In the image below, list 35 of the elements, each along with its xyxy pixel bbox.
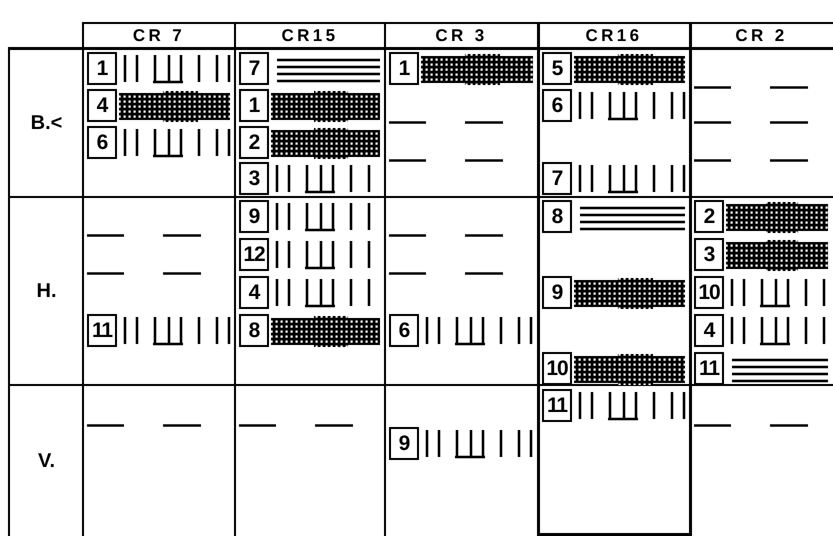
band-number-box: 4 xyxy=(694,314,724,347)
band-number-box: 9 xyxy=(239,200,269,233)
band-number-box: 5 xyxy=(542,52,572,85)
band-number-box: 2 xyxy=(239,126,269,159)
band-number-box: 1 xyxy=(239,89,269,122)
band-number-box: 4 xyxy=(87,89,117,122)
column-header: CR 7 xyxy=(132,27,186,44)
band-number-box: 8 xyxy=(542,200,572,233)
band-number-box: 7 xyxy=(239,52,269,85)
band-number-box: 10 xyxy=(694,276,724,309)
band-number-box: 6 xyxy=(389,314,419,347)
band-number-box: 7 xyxy=(542,162,572,195)
band-number-box: 9 xyxy=(542,276,572,309)
band-number-box: 6 xyxy=(87,126,117,159)
band-number-box: 12 xyxy=(239,238,269,271)
column-header: CR 2 xyxy=(735,27,788,44)
row-label: V. xyxy=(38,450,56,470)
band-number-box: 11 xyxy=(694,352,724,385)
band-number-box: 1 xyxy=(87,52,117,85)
band-number-box: 3 xyxy=(239,162,269,195)
band-number-box: 3 xyxy=(694,238,724,271)
band-number-box: 10 xyxy=(542,352,572,385)
column-header: CR16 xyxy=(585,27,643,44)
band-number-box: 9 xyxy=(389,427,419,460)
band-number-box: 2 xyxy=(694,200,724,233)
column-header: CR15 xyxy=(281,27,339,44)
band-number-box: 1 xyxy=(389,52,419,85)
band-number-box: 4 xyxy=(239,276,269,309)
row-label: H. xyxy=(36,281,56,301)
column-header: CR 3 xyxy=(435,27,488,44)
band-number-box: 8 xyxy=(239,314,269,347)
band-number-box: 11 xyxy=(87,314,117,347)
band-number-box: 11 xyxy=(542,389,572,422)
row-label: B.< xyxy=(30,112,62,132)
band-number-box: 6 xyxy=(542,89,572,122)
